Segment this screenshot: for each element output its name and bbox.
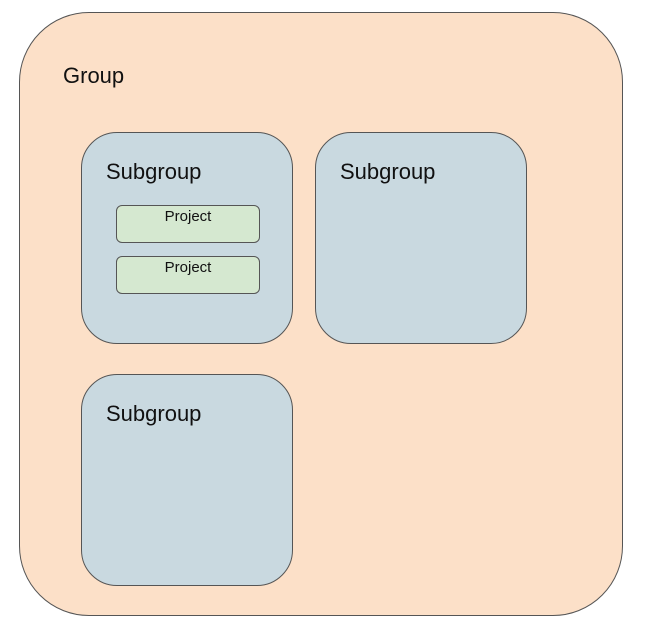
- project-box-1: Project: [116, 205, 260, 243]
- project-label: Project: [164, 208, 212, 225]
- project-label: Project: [164, 259, 212, 276]
- subgroup-box-2: Subgroup: [315, 132, 527, 344]
- subgroup-label: Subgroup: [106, 401, 202, 426]
- subgroup-box-3: Subgroup: [81, 374, 293, 586]
- group-label: Group: [63, 63, 125, 88]
- project-box-2: Project: [116, 256, 260, 294]
- subgroup-box-1: Subgroup Project Project: [81, 132, 293, 344]
- subgroup-label: Subgroup: [340, 159, 436, 184]
- group-box: Group Subgroup Project Project Subgroup …: [19, 12, 623, 616]
- subgroup-label: Subgroup: [106, 159, 202, 184]
